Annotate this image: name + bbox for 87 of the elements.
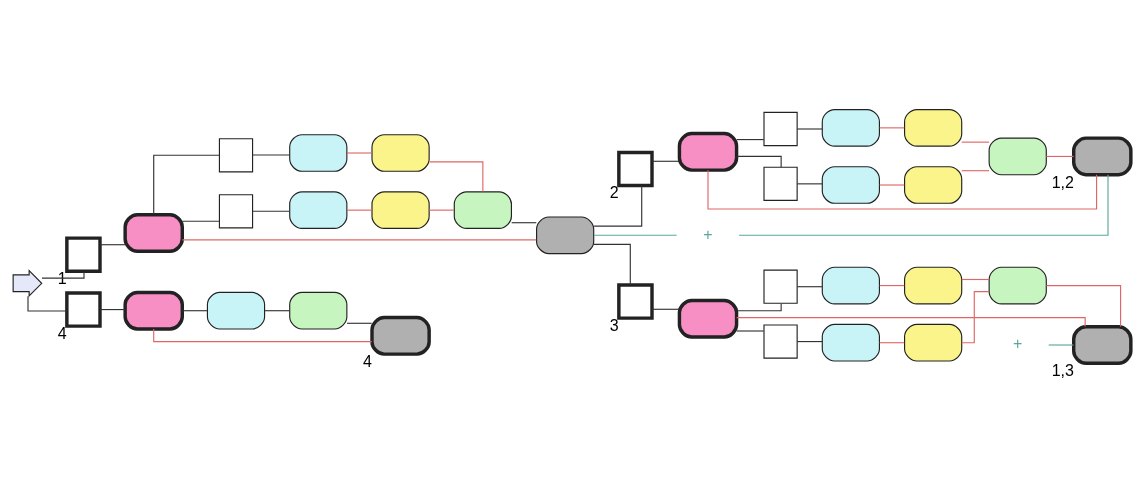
connector xyxy=(961,169,990,171)
connector xyxy=(264,309,290,311)
connector xyxy=(1045,284,1122,327)
node-oval xyxy=(1072,324,1133,365)
connector xyxy=(736,138,765,140)
node-oval xyxy=(821,165,880,204)
connector xyxy=(181,220,220,222)
node-label: 2 xyxy=(609,183,619,201)
connector xyxy=(707,169,1098,210)
node-text: + xyxy=(703,225,713,243)
connector xyxy=(181,238,537,240)
node-arrow xyxy=(12,268,43,297)
connector xyxy=(27,295,68,312)
node-oval xyxy=(904,266,963,304)
node-box xyxy=(218,137,254,172)
node-oval xyxy=(1072,135,1133,176)
node-oval xyxy=(536,215,595,254)
node-label: 4 xyxy=(362,352,372,370)
connector xyxy=(511,221,537,223)
node-oval xyxy=(453,190,512,229)
connector xyxy=(252,153,291,156)
connector xyxy=(428,160,484,192)
connector xyxy=(736,316,1086,327)
connector xyxy=(428,209,455,211)
node-oval xyxy=(821,323,880,362)
node-text: + xyxy=(1013,334,1023,352)
connector xyxy=(651,308,680,310)
node-box xyxy=(763,269,798,304)
connector xyxy=(346,151,373,154)
node-oval xyxy=(289,291,348,330)
connector xyxy=(181,309,208,311)
connector xyxy=(593,243,631,285)
node-box xyxy=(65,235,102,273)
node-box xyxy=(65,290,102,328)
node-box xyxy=(763,323,798,359)
node-oval xyxy=(904,108,963,147)
node-oval xyxy=(289,190,348,229)
node-oval xyxy=(123,290,184,331)
connector xyxy=(796,127,823,130)
node-box xyxy=(763,111,798,146)
node-label: 4 xyxy=(57,324,67,342)
connector xyxy=(736,302,782,311)
connector xyxy=(879,284,905,286)
connector xyxy=(796,285,823,287)
connector xyxy=(796,182,823,184)
node-oval xyxy=(289,133,348,172)
node-oval xyxy=(677,131,739,172)
node-box xyxy=(763,166,798,201)
connector xyxy=(1045,155,1075,157)
node-oval xyxy=(988,137,1047,175)
node-oval xyxy=(123,212,184,253)
node-label: 3 xyxy=(609,316,619,334)
connector xyxy=(961,141,990,143)
connector xyxy=(738,173,1109,236)
connector xyxy=(879,126,905,128)
connector xyxy=(346,209,373,211)
node-oval xyxy=(370,315,431,356)
connector xyxy=(651,160,680,162)
node-box xyxy=(617,282,654,320)
connector xyxy=(99,308,126,310)
connector xyxy=(593,184,643,227)
node-oval xyxy=(371,190,430,229)
node-label: 1,2 xyxy=(1051,173,1074,191)
connector xyxy=(879,183,905,186)
connector xyxy=(593,234,678,236)
connector xyxy=(1048,343,1075,346)
node-oval xyxy=(677,298,739,339)
connector xyxy=(736,329,765,332)
node-oval xyxy=(904,323,963,362)
connector xyxy=(961,278,990,280)
connector xyxy=(252,210,291,212)
node-oval xyxy=(371,133,430,172)
node-box xyxy=(218,193,254,228)
connector xyxy=(99,243,126,245)
connector xyxy=(736,155,782,168)
node-oval xyxy=(988,266,1047,304)
node-oval xyxy=(904,165,963,204)
connector xyxy=(961,290,990,343)
node-oval xyxy=(821,266,880,304)
connector xyxy=(879,341,905,343)
node-oval xyxy=(821,108,880,147)
node-label: 1,3 xyxy=(1051,361,1074,379)
connector xyxy=(346,322,373,324)
connector xyxy=(153,154,220,215)
connector xyxy=(796,340,823,342)
node-box xyxy=(617,150,654,187)
node-oval xyxy=(206,291,266,330)
